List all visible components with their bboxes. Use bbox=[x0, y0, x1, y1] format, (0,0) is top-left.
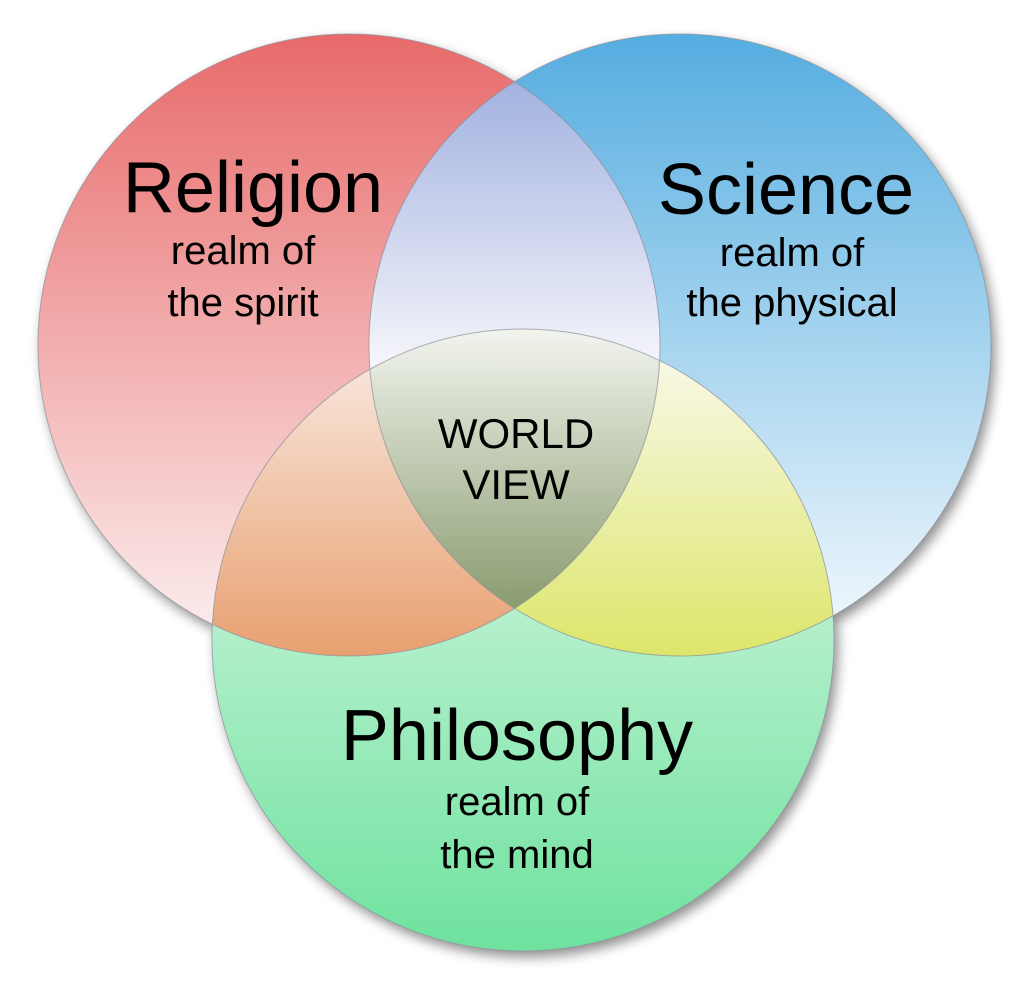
science-line1: realm of bbox=[720, 231, 865, 275]
center-line1: WORLD bbox=[438, 410, 594, 457]
philosophy-line2: the mind bbox=[440, 833, 593, 877]
center-line2: VIEW bbox=[462, 461, 570, 508]
philosophy-line1: realm of bbox=[445, 780, 590, 824]
religion-title: Religion bbox=[123, 148, 383, 228]
religion-line2: the spirit bbox=[167, 281, 318, 325]
religion-line1: realm of bbox=[171, 229, 316, 273]
science-title: Science bbox=[658, 150, 914, 230]
science-line2: the physical bbox=[686, 281, 897, 325]
philosophy-title: Philosophy bbox=[341, 696, 693, 776]
